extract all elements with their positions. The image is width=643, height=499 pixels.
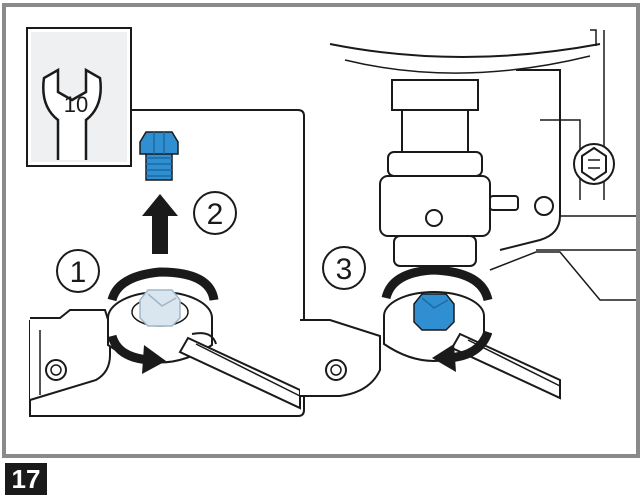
callout-2-circle [193,191,237,235]
drain-plug-icon [139,131,179,181]
hex-nut-icon [573,143,615,185]
machine-body [329,43,601,58]
wrench-handle [178,336,301,410]
left-panel [29,109,305,417]
ghost-plug-icon [139,289,181,327]
right-panel [300,29,636,400]
rotation-arrow-right [381,265,493,302]
wrench-size-label: 10 [64,92,88,117]
wrench-icon [42,67,102,160]
housing-hole [45,359,67,381]
step-number-badge: 17 [5,463,47,495]
outer-frame [2,3,640,458]
callout-1-circle [56,249,100,293]
callout-3-circle [322,246,366,290]
drain-housing [29,309,111,401]
pump-column [391,79,479,111]
callout-1-label: 1 [70,256,87,289]
lift-arrow [142,194,178,254]
callout-3-label: 3 [336,253,353,286]
rotation-arrow-left [107,267,219,302]
installed-plug-icon [413,293,455,331]
callout-2-label: 2 [207,198,224,231]
tool-box [26,27,132,167]
